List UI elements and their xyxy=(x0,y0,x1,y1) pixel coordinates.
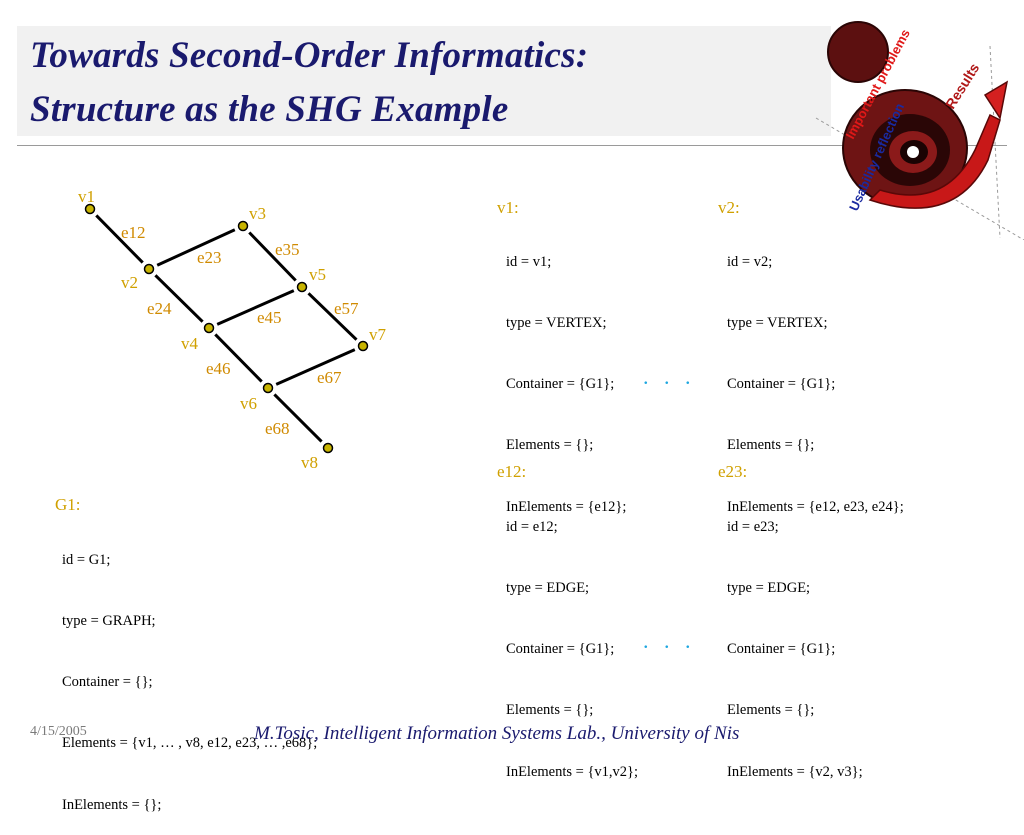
vertex-label-v6: v6 xyxy=(240,394,257,413)
graph-labels: e12 e23 e35 e24 e45 e57 e46 e67 e68 v1 v2 v3 v4 v5 v6 v… xyxy=(78,187,387,472)
vertex-label-v4: v4 xyxy=(181,334,199,353)
e23-prop-type: type = EDGE; xyxy=(727,580,811,597)
edge-label-e68: e68 xyxy=(265,419,290,438)
edge-label-e35: e35 xyxy=(275,240,300,259)
v2-prop-inelements: InElements = {e12, e23, e24}; xyxy=(727,498,904,515)
vertex-label-v3: v3 xyxy=(249,204,266,223)
slide-title-line-1: Towards Second-Order Informatics: xyxy=(30,35,589,76)
footer-author: M.Tosic, Intelligent Information Systems… xyxy=(254,723,740,744)
logo-text-results: Results xyxy=(942,60,982,112)
edge-label-e24: e24 xyxy=(147,299,172,318)
e12-prop-elements: Elements = {}; xyxy=(506,702,594,719)
edge-label-e12: e12 xyxy=(121,223,146,242)
graph-vertices xyxy=(84,203,369,454)
edge-label-e57: e57 xyxy=(334,299,359,318)
v1-head: v1: xyxy=(497,198,519,217)
v1-prop-container: Container = {G1}; xyxy=(506,376,615,393)
g1-properties: id = G1; type = GRAPH; Container = {}; E… xyxy=(62,509,317,835)
vertex-label-v8: v8 xyxy=(301,453,318,472)
edge-label-e23: e23 xyxy=(197,248,222,267)
vertex-v3 xyxy=(237,220,249,232)
g1-prop-id: id = G1; xyxy=(62,551,111,568)
v2-prop-id: id = v2; xyxy=(727,253,773,270)
e23-prop-id: id = e23; xyxy=(727,518,779,535)
v2-prop-elements: Elements = {}; xyxy=(727,437,815,454)
g1-prop-type: type = GRAPH; xyxy=(62,613,156,630)
e12-prop-inelements: InElements = {v1,v2}; xyxy=(506,763,639,780)
e23-prop-container: Container = {G1}; xyxy=(727,641,836,658)
v1-prop-id: id = v1; xyxy=(506,253,552,270)
edge-label-e67: e67 xyxy=(317,368,342,387)
graph-edges xyxy=(95,214,358,443)
slide-title-line-2: Structure as the SHG Example xyxy=(30,89,509,130)
edge-e68 xyxy=(273,393,323,443)
vertex-label-v7: v7 xyxy=(369,325,387,344)
e23-prop-inelements: InElements = {v2, v3}; xyxy=(727,763,863,780)
edge-e46 xyxy=(214,333,263,383)
v1-prop-type: type = VERTEX; xyxy=(506,315,607,332)
edge-e67 xyxy=(275,348,356,386)
vertex-v8 xyxy=(322,442,334,454)
vertex-v6 xyxy=(262,382,274,394)
e23-prop-elements: Elements = {}; xyxy=(727,702,815,719)
v1-properties: id = v1; type = VERTEX; Container = {G1}… xyxy=(506,211,626,537)
logo-spiral xyxy=(827,21,1009,209)
edge-e35 xyxy=(248,231,297,282)
v1-prop-inelements: InElements = {e12}; xyxy=(506,498,627,515)
ellipsis-bottom: . . . xyxy=(643,628,696,653)
title-divider xyxy=(17,145,1007,146)
e12-properties: id = e12; type = EDGE; Container = {G1};… xyxy=(506,476,638,802)
title-band xyxy=(17,26,831,136)
vertex-label-v1: v1 xyxy=(78,187,95,206)
e12-prop-type: type = EDGE; xyxy=(506,580,590,597)
spiral-logo-icon: Important problems Results Usability ref… xyxy=(815,21,1024,240)
v2-properties: id = v2; type = VERTEX; Container = {G1}… xyxy=(727,211,904,537)
v2-prop-container: Container = {G1}; xyxy=(727,376,836,393)
edge-e12 xyxy=(95,214,144,264)
vertex-v1 xyxy=(84,203,96,215)
edge-e24 xyxy=(154,274,204,323)
ellipsis-top: . . . xyxy=(643,364,696,389)
vertex-label-v2: v2 xyxy=(121,273,138,292)
edge-label-e45: e45 xyxy=(257,308,282,327)
vertex-v5 xyxy=(296,281,308,293)
e12-prop-container: Container = {G1}; xyxy=(506,641,615,658)
edge-label-e46: e46 xyxy=(206,359,231,378)
g1-head: G1: xyxy=(55,495,81,514)
v1-prop-elements: Elements = {}; xyxy=(506,437,594,454)
g1-prop-container: Container = {}; xyxy=(62,674,153,691)
graph-diagram: e12 e23 e35 e24 e45 e57 e46 e67 e68 v1 v2 v3 v4 v5 v6 v… xyxy=(78,187,387,472)
g1-prop-inelements: InElements = {}; xyxy=(62,796,162,813)
e23-head: e23: xyxy=(718,462,748,481)
e12-head: e12: xyxy=(497,462,527,481)
vertex-v7 xyxy=(357,340,369,352)
vertex-v2 xyxy=(143,263,155,275)
v2-prop-type: type = VERTEX; xyxy=(727,315,828,332)
vertex-v4 xyxy=(203,322,215,334)
edge-e57 xyxy=(307,292,358,341)
edge-e23 xyxy=(156,228,236,267)
e12-prop-id: id = e12; xyxy=(506,518,558,535)
vertex-label-v5: v5 xyxy=(309,265,326,284)
g1-prop-elements: Elements = {v1, … , v8, e12, e23, … ,e68… xyxy=(62,735,318,752)
footer-date: 4/15/2005 xyxy=(30,724,87,739)
e23-properties: id = e23; type = EDGE; Container = {G1};… xyxy=(727,476,863,802)
v2-head: v2: xyxy=(718,198,740,217)
edge-e45 xyxy=(216,289,295,326)
